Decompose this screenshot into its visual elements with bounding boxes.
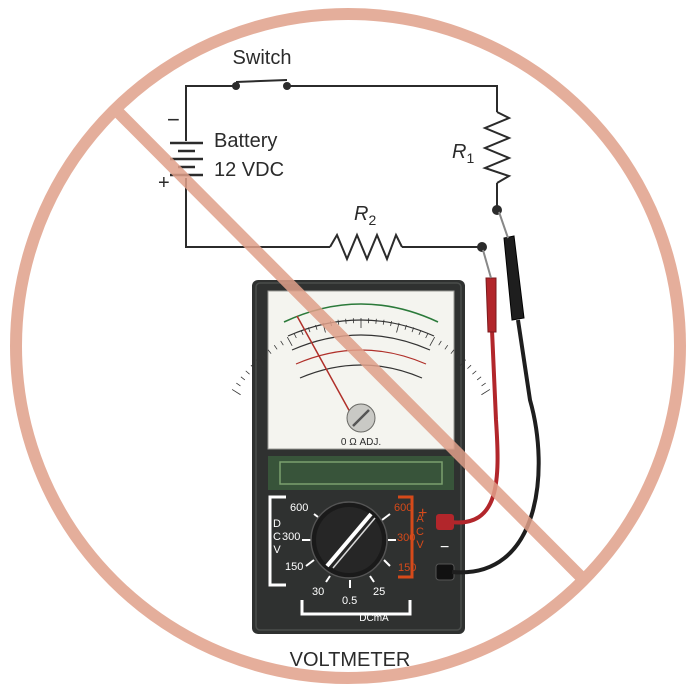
battery-label: Battery	[214, 130, 277, 152]
scale-tick	[482, 383, 486, 386]
r2-resistor	[330, 235, 402, 259]
scale-tick	[376, 319, 377, 324]
battery-minus-sign: −	[167, 107, 180, 132]
voltmeter: 0 Ω ADJ. D C V 600 300 150 A C V 600 300…	[232, 280, 490, 634]
black-probe[interactable]	[504, 236, 524, 320]
acv-range-150: 150	[398, 562, 416, 574]
scale-tick	[481, 389, 489, 394]
wire-top-right	[290, 86, 497, 112]
scale-tick	[241, 377, 245, 380]
black-lead-wire	[452, 320, 539, 572]
r1-resistor	[485, 112, 509, 183]
minus-jack-label: −	[440, 539, 449, 556]
voltmeter-caption: VOLTMETER	[290, 649, 411, 671]
node-r2	[477, 242, 487, 252]
battery-plus-sign: +	[158, 172, 170, 194]
r2-label: R2	[354, 203, 376, 228]
dcma-range-30: 30	[312, 586, 324, 598]
scale-tick	[472, 371, 476, 374]
acv-letter-v: V	[416, 539, 424, 551]
dcma-range-0-5: 0.5	[342, 595, 357, 607]
dcv-letter-v: V	[273, 544, 281, 556]
dcma-label: DCmA	[359, 613, 389, 624]
battery-voltage: 12 VDC	[214, 159, 284, 181]
dcv-range-600: 600	[290, 502, 308, 514]
meter-panel-strip	[268, 456, 454, 490]
minus-jack[interactable]	[436, 564, 454, 580]
switch-symbol	[232, 80, 291, 90]
scale-tick	[346, 319, 347, 324]
r1-label: R1	[452, 141, 474, 166]
black-probe-tip	[499, 212, 508, 238]
dcv-range-150: 150	[285, 561, 303, 573]
red-probe[interactable]	[486, 278, 496, 332]
dcv-letter-d: D	[273, 518, 281, 530]
acv-range-600: 600	[394, 502, 412, 514]
wire-bottom-left	[186, 178, 330, 247]
scale-tick	[232, 389, 240, 394]
acv-range-300: 300	[397, 532, 415, 544]
dcv-range-300: 300	[282, 531, 300, 543]
zero-adjust-label: 0 Ω ADJ.	[341, 437, 381, 448]
dcma-range-25: 25	[373, 586, 385, 598]
plus-jack-label: +	[418, 505, 427, 522]
scale-tick	[246, 371, 250, 374]
scale-tick	[477, 377, 481, 380]
scale-tick	[236, 383, 240, 386]
acv-letter-c: C	[416, 526, 424, 538]
dcv-letter-c: C	[273, 531, 281, 543]
switch-label: Switch	[233, 47, 292, 69]
red-probe-tip	[483, 250, 491, 278]
scale-tick	[467, 365, 471, 368]
